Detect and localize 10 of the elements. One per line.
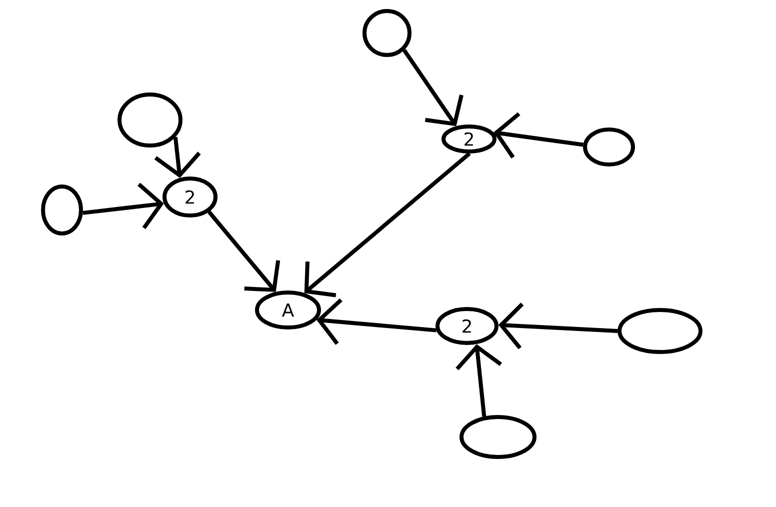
arrow bbox=[207, 210, 280, 292]
ellipse bbox=[362, 9, 412, 57]
arrow bbox=[498, 302, 618, 350]
arrow bbox=[304, 152, 471, 298]
ellipse bbox=[41, 184, 83, 236]
ellipse bbox=[583, 128, 635, 166]
ellipse bbox=[460, 415, 536, 459]
arrow bbox=[316, 298, 436, 345]
ellipse bbox=[118, 92, 182, 148]
ellipse bbox=[618, 308, 702, 354]
